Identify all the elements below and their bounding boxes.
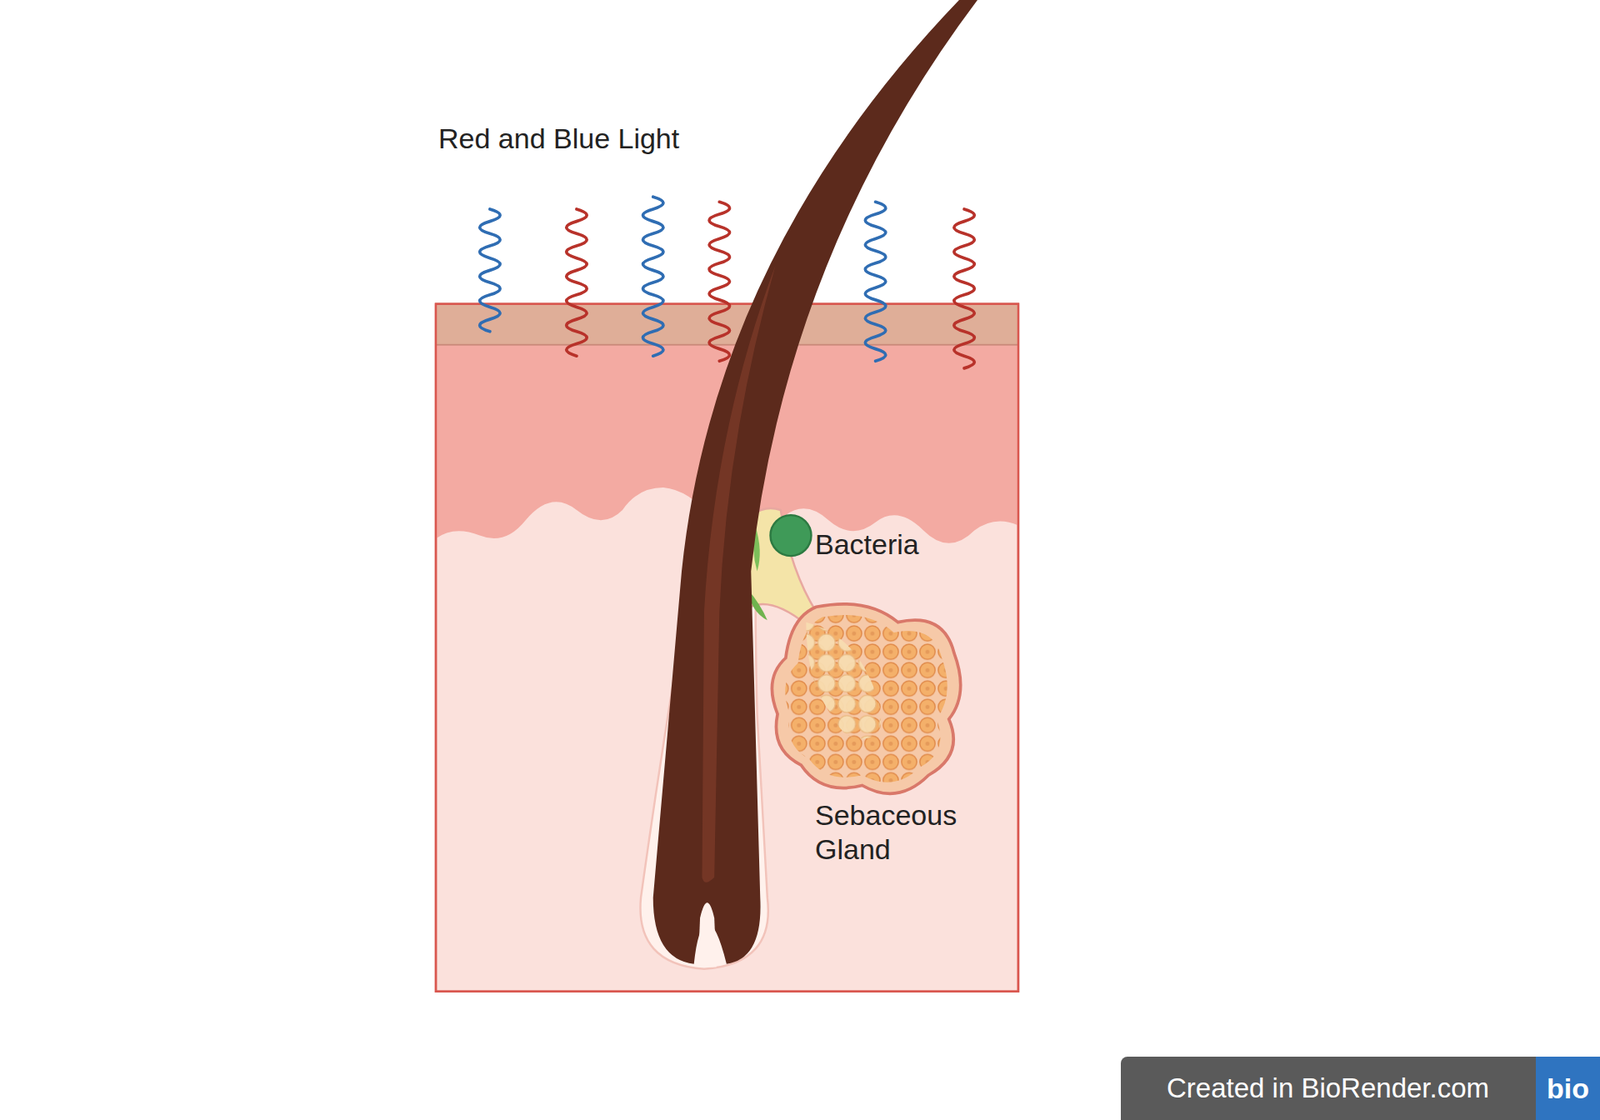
gland-label: Sebaceous Gland <box>815 798 982 867</box>
watermark-text: Created in BioRender.com <box>1166 1071 1490 1105</box>
light-wave <box>709 201 730 361</box>
light-wave <box>954 209 975 369</box>
light-label: Red and Blue Light <box>438 121 680 156</box>
light-wave <box>480 209 500 332</box>
light-wave <box>642 196 663 356</box>
light-wave <box>865 201 885 361</box>
bacteria-label: Bacteria <box>815 527 920 562</box>
light-wave <box>566 209 587 356</box>
watermark-logo-text: bio <box>1546 1071 1590 1106</box>
